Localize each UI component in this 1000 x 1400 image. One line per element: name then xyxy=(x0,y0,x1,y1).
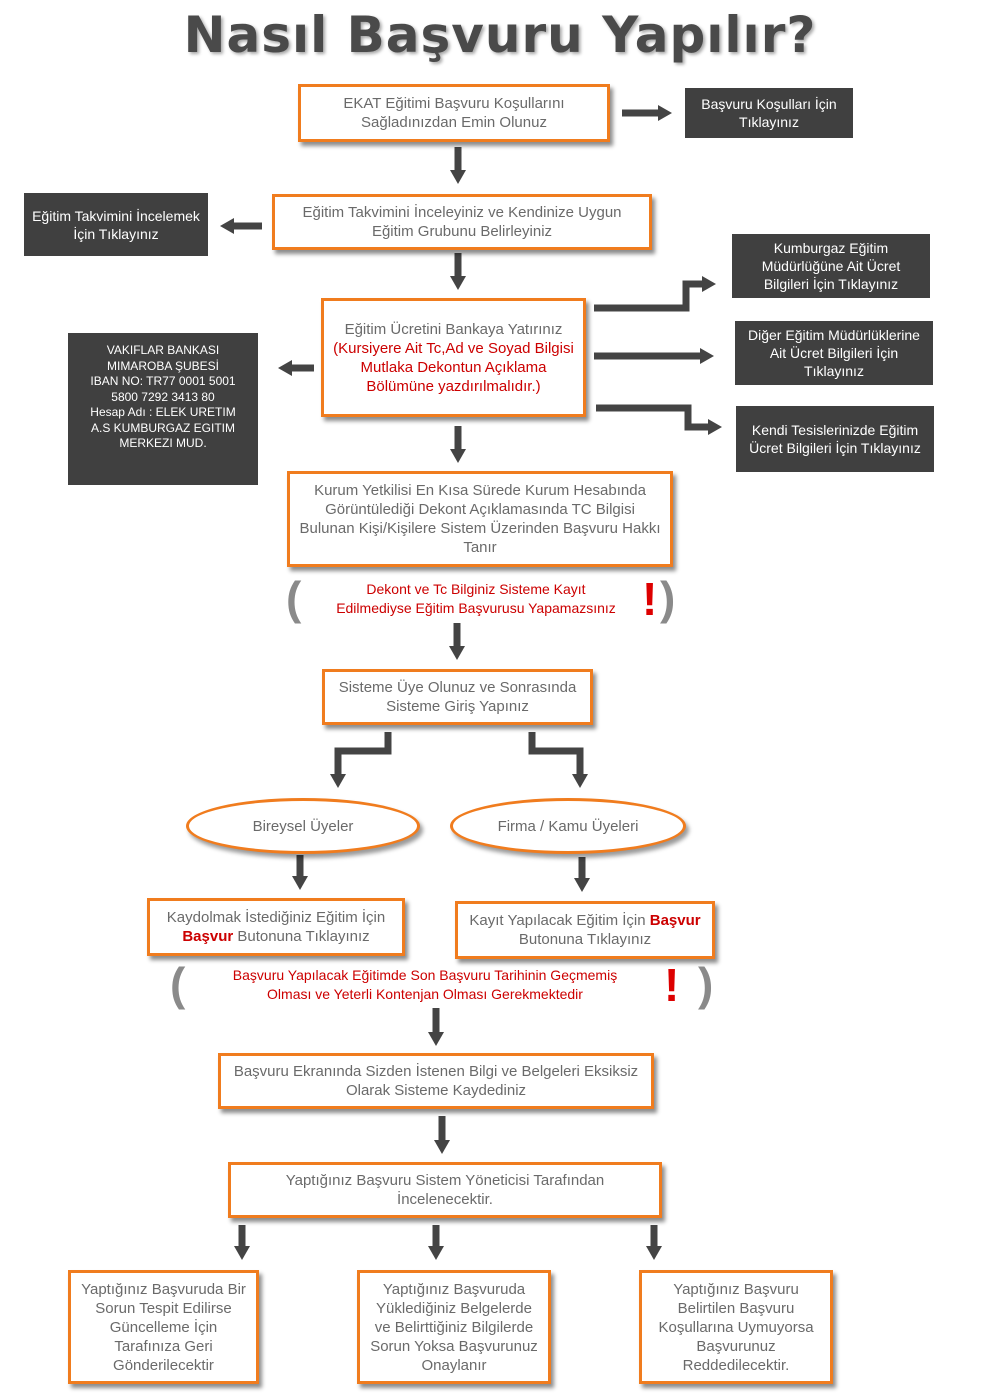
step-admin-review: Yaptığınız Başvuru Sistem Yöneticisi Tar… xyxy=(228,1162,662,1218)
step-register-login: Sisteme Üye Olunuz ve Sonrasında Sisteme… xyxy=(322,669,593,725)
kumburgaz-fee-link[interactable]: Kumburgaz Eğitim Müdürlüğüne Ait Ücret B… xyxy=(732,234,930,298)
warning2-close-paren: ) xyxy=(698,958,714,1010)
bank-account-name: Hesap Adı : ELEK URETIM xyxy=(90,405,236,419)
arrow-to-own xyxy=(596,404,722,435)
warning1-open-paren: ( xyxy=(286,572,302,624)
outcome-rejected: Yaptığınız Başvuru Belirtilen Başvuru Ko… xyxy=(639,1270,833,1384)
step-authorize: Kurum Yetkilisi En Kısa Sürede Kurum Hes… xyxy=(287,471,673,567)
page-title: Nasıl Başvuru Yapılır? xyxy=(183,6,817,64)
warning2-line2: Olması ve Yeterli Kontenjan Olması Gerek… xyxy=(267,986,583,1002)
warning2-open-paren: ( xyxy=(170,958,186,1010)
outcome-approved: Yaptığınız Başvuruda Yüklediğiniz Belgel… xyxy=(357,1270,551,1384)
own-facility-fee-link[interactable]: Kendi Tesislerinizde Eğitim Ücret Bilgil… xyxy=(736,406,934,472)
warning1-line2: Edilmediyse Eğitim Başvurusu Yapamazsını… xyxy=(336,600,616,616)
step-review-calendar: Eğitim Takvimini İnceleyiniz ve Kendiniz… xyxy=(272,194,652,250)
warning2-exclamation: ! xyxy=(664,959,680,1011)
bank-iban-cont: 5800 7292 3413 80 xyxy=(111,389,215,404)
step-pay-fee: Eğitim Ücretini Bankaya Yatırınız (Kursi… xyxy=(321,298,586,417)
company-apply-text: Kayıt Yapılacak Eğitim İçin xyxy=(469,912,650,929)
individual-apply-text-end: Butonuna Tıklayınız xyxy=(233,928,370,945)
warning1-line1: Dekont ve Tc Bilginiz Sisteme Kayıt xyxy=(366,581,586,597)
outcome-returned: Yaptığınız Başvuruda Bir Sorun Tespit Ed… xyxy=(68,1270,259,1384)
bank-iban: IBAN NO: TR77 0001 5001 xyxy=(90,374,236,388)
step-upload-documents: Başvuru Ekranında Sizden İstenen Bilgi v… xyxy=(218,1053,654,1109)
arrow-to-kumburgaz xyxy=(594,276,716,312)
pay-fee-text: Eğitim Ücretini Bankaya Yatırınız xyxy=(344,320,563,338)
bank-account-name-cont: A.S KUMBURGAZ EGITIM xyxy=(90,420,235,435)
warning1-close-paren: ) xyxy=(660,572,676,624)
individual-apply-text: Kaydolmak İstediğiniz Eğitim İçin xyxy=(166,909,386,926)
step-check-conditions: EKAT Eğitimi Başvuru Koşullarını Sağladı… xyxy=(298,84,610,142)
calendar-link-button[interactable]: Eğitim Takvimini İncelemek İçin Tıklayın… xyxy=(24,193,208,256)
arrow-to-individual xyxy=(330,732,392,788)
bank-account-info: VAKIFLAR BANKASI MIMAROBA ŞUBESİ IBAN NO… xyxy=(68,333,258,485)
other-fee-link[interactable]: Diğer Eğitim Müdürlüklerine Ait Ücret Bi… xyxy=(735,321,933,385)
pay-fee-note: (Kursiyere Ait Tc,Ad ve Soyad Bilgisi Mu… xyxy=(333,339,574,395)
individual-apply-button-label: Başvur xyxy=(182,928,234,945)
warning2-line1: Başvuru Yapılacak Eğitimde Son Başvuru T… xyxy=(232,967,618,983)
company-members: Firma / Kamu Üyeleri xyxy=(450,798,686,854)
bank-branch: MIMAROBA ŞUBESİ xyxy=(106,358,220,373)
bank-name: VAKIFLAR BANKASI xyxy=(106,343,220,357)
warning1-text: Dekont ve Tc Bilginiz Sisteme Kayıt Edil… xyxy=(300,580,652,618)
warning1-exclamation: ! xyxy=(642,573,658,625)
conditions-link-button[interactable]: Başvuru Koşulları İçin Tıklayınız xyxy=(685,88,853,138)
arrow-to-company xyxy=(528,732,588,788)
bank-account-name-end: MERKEZI MUD. xyxy=(119,436,207,450)
warning2-text: Başvuru Yapılacak Eğitimde Son Başvuru T… xyxy=(188,966,662,1004)
individual-apply-step: Kaydolmak İstediğiniz Eğitim İçin Başvur… xyxy=(147,898,405,956)
company-apply-button-label: Başvur xyxy=(649,912,701,929)
company-apply-step: Kayıt Yapılacak Eğitim İçin Başvur Buton… xyxy=(455,901,715,959)
company-apply-text-end: Butonuna Tıklayınız xyxy=(518,931,652,948)
individual-members: Bireysel Üyeler xyxy=(186,798,420,854)
